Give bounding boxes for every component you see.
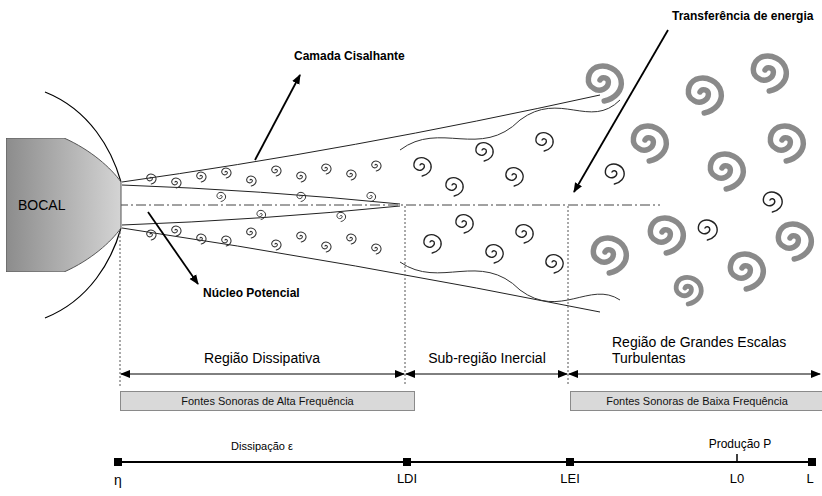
scale-marker xyxy=(114,458,122,466)
region-divider xyxy=(568,206,569,386)
region-divider xyxy=(120,232,121,386)
shear-layer-line xyxy=(122,228,600,312)
band-label: Fontes Sonoras de Baixa Frequência xyxy=(571,395,822,408)
vortex-line xyxy=(400,100,620,150)
scale-value: LDI xyxy=(397,472,417,487)
callout-arrow xyxy=(255,75,300,160)
scale-marker xyxy=(808,458,816,466)
scale-value: LEI xyxy=(560,472,580,487)
centerline xyxy=(118,205,660,206)
region-label: Região de Grandes Escalas Turbulentas xyxy=(612,334,818,366)
potential-core-line xyxy=(122,206,400,225)
source-band: Fontes Sonoras de Baixa Frequência xyxy=(570,391,822,411)
scale-value: L xyxy=(806,472,813,487)
scale-marker xyxy=(403,458,411,466)
source-band: Fontes Sonoras de Alta Frequência xyxy=(120,391,415,411)
nozzle-shape: BOCAL xyxy=(6,138,122,272)
scale-axis xyxy=(118,461,812,463)
callout-label: Transferência de energia xyxy=(672,10,813,24)
scale-value: L0 xyxy=(730,472,744,487)
shear-layer-line xyxy=(122,95,600,182)
dimension-line xyxy=(406,374,567,375)
vortex-line xyxy=(400,262,620,302)
region-label: Região Dissipativa xyxy=(204,350,320,366)
scale-tick xyxy=(736,454,738,462)
large-eddies xyxy=(588,56,811,304)
callout-arrow xyxy=(574,30,668,192)
scale-value: η xyxy=(114,472,122,488)
region-divider xyxy=(405,206,406,386)
nozzle-label: BOCAL xyxy=(6,197,122,213)
potential-core-line xyxy=(122,185,400,204)
callout-arrow xyxy=(148,212,198,284)
callout-label: Camada Cisalhante xyxy=(294,50,405,64)
dimension-line xyxy=(121,374,404,375)
scale-label: Produção P xyxy=(709,438,772,452)
small-eddies xyxy=(147,161,381,254)
region-label: Sub-região Inercial xyxy=(428,350,546,366)
medium-eddies xyxy=(414,133,782,273)
scale-marker xyxy=(566,458,574,466)
band-label: Fontes Sonoras de Alta Frequência xyxy=(121,395,414,408)
scale-label: Dissipação ε xyxy=(231,440,293,453)
callout-label: Núcleo Potencial xyxy=(203,287,300,301)
dimension-line xyxy=(569,374,820,375)
